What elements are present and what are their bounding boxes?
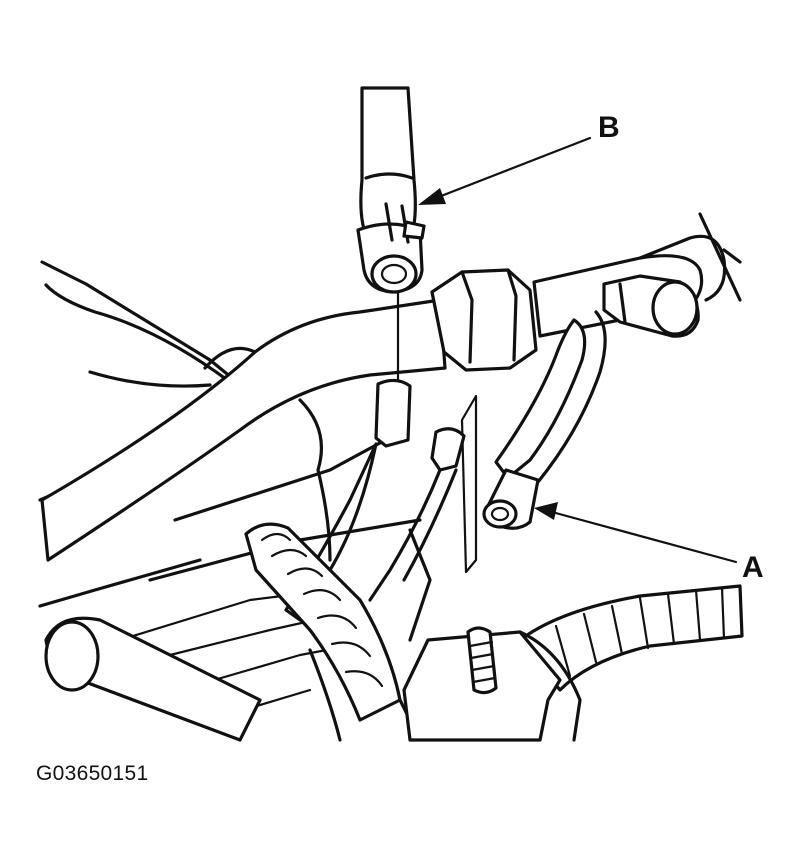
corrugated-hose-left xyxy=(244,522,402,722)
hose-b xyxy=(356,86,426,392)
guide-plane xyxy=(460,394,478,574)
callout-label-a: A xyxy=(742,551,764,584)
lower-pipe xyxy=(44,616,262,742)
end-cap-fitting xyxy=(602,274,700,338)
hose-a xyxy=(482,310,607,530)
arrow-a xyxy=(534,502,738,564)
mounting-bracket xyxy=(402,626,582,742)
figure-id: G03650151 xyxy=(36,762,149,785)
callout-label-b: B xyxy=(598,111,620,144)
arrow-b xyxy=(418,136,592,205)
small-tubes xyxy=(284,378,466,622)
corrugated-hose-right xyxy=(518,584,744,692)
